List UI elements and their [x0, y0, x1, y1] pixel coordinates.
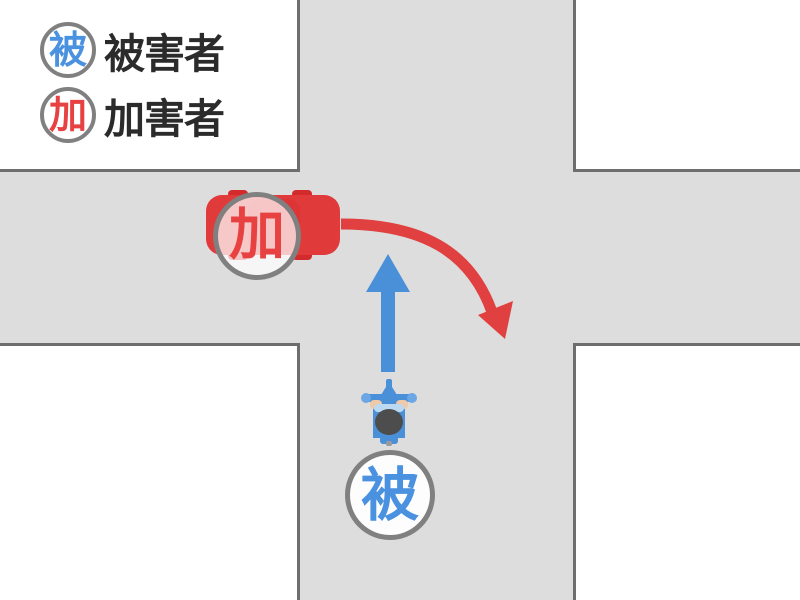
motorcycle-straight-arrow — [366, 254, 410, 372]
legend-label-victim: 被害者 — [104, 30, 225, 78]
victim-marker-badge[interactable]: 被 — [345, 450, 435, 540]
motorcycle-rider-shoulders — [374, 404, 404, 412]
block-bottom-left — [0, 343, 300, 600]
legend: 被 被害者 加 加害者 — [0, 0, 300, 172]
motorcycle-arrow-head — [366, 254, 410, 292]
motorcycle-rear-wheel — [386, 441, 392, 446]
victim-marker-text: 被 — [360, 461, 419, 529]
legend-item-victim: 被 被害者 — [40, 20, 225, 80]
motorcycle-mirror-left — [361, 393, 371, 403]
victim-badge-text: 被 — [48, 28, 87, 72]
motorcycle-seat — [380, 436, 398, 444]
victim-circle-icon: 被 — [40, 22, 96, 78]
block-top-right — [573, 0, 800, 172]
car-turn-arrow-shaft — [340, 218, 498, 314]
offender-badge-text: 加 — [48, 93, 87, 137]
legend-label-offender: 加害者 — [104, 95, 225, 143]
car-turn-arrow-head — [478, 301, 513, 339]
motorcycle-mirror-right — [407, 393, 417, 403]
offender-marker-badge[interactable]: 加 — [213, 192, 301, 280]
motorcycle-rider-helmet — [375, 409, 403, 435]
offender-circle-icon: 加 — [40, 87, 96, 143]
motorcycle-top-view-icon[interactable] — [360, 378, 418, 446]
block-bottom-right — [573, 343, 800, 600]
car-turn-arrow — [340, 218, 513, 339]
legend-item-offender: 加 加害者 — [40, 85, 225, 145]
motorcycle-arrow-shaft — [381, 288, 395, 372]
offender-marker-text: 加 — [229, 203, 285, 268]
